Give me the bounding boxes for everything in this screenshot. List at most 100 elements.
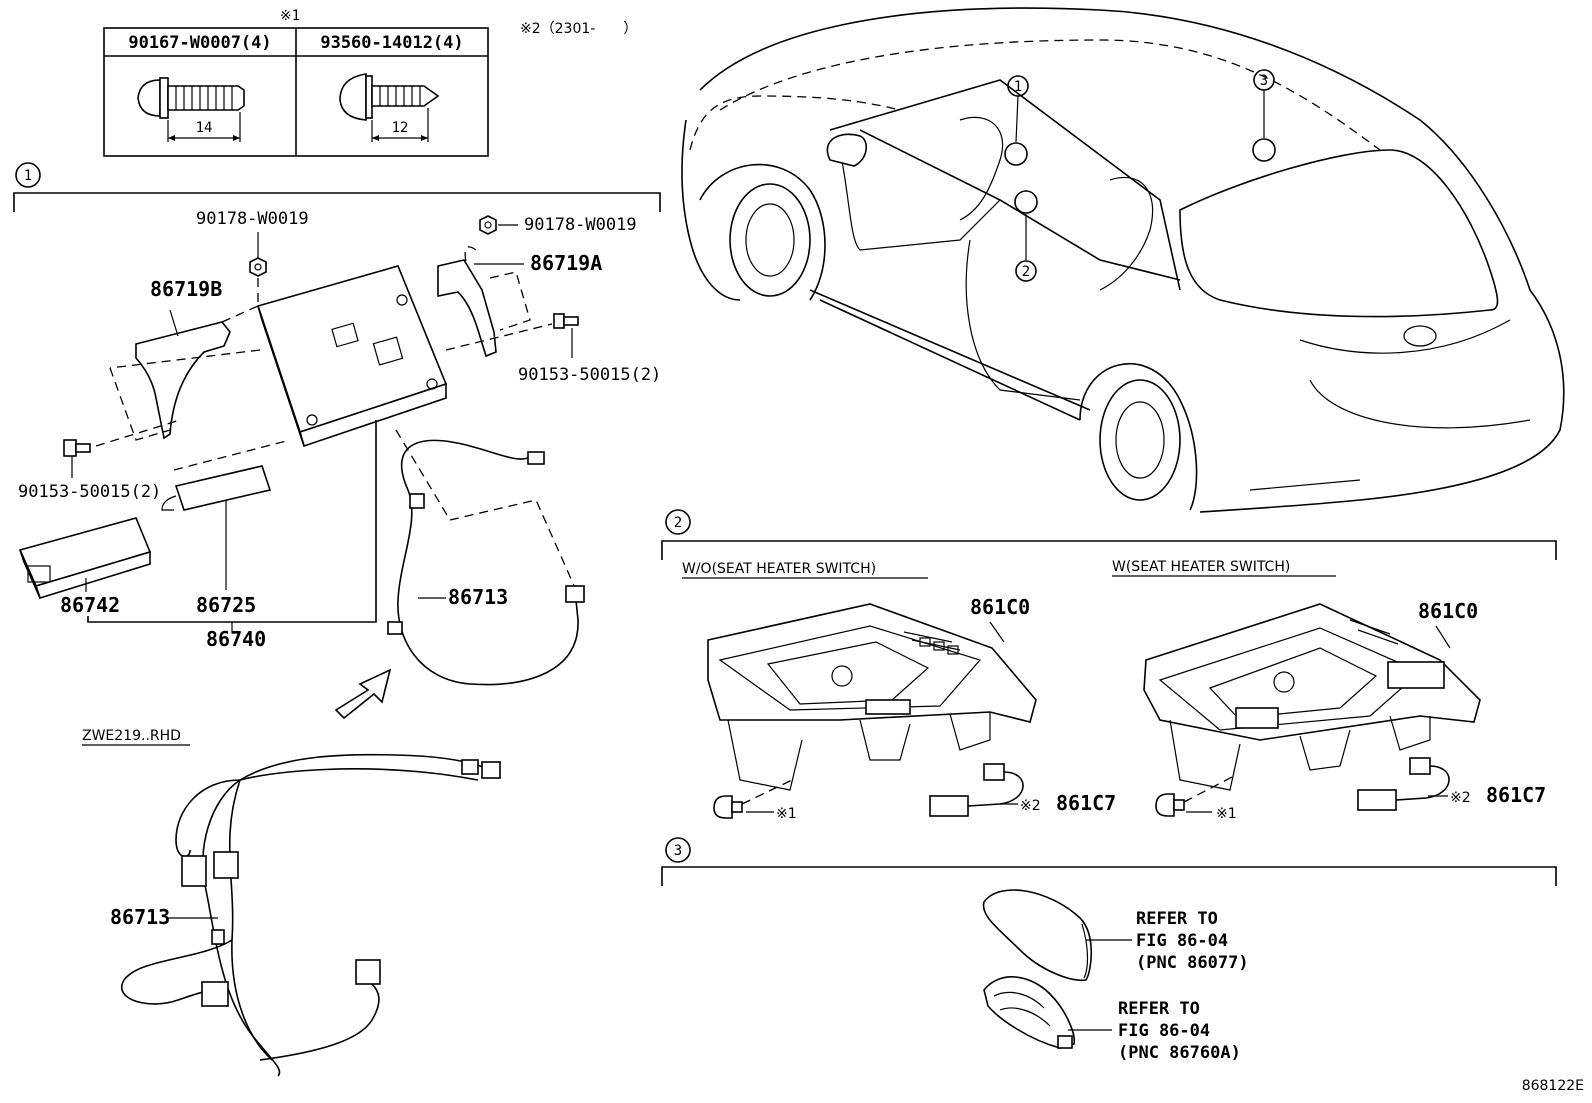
emblem-icon bbox=[1403, 325, 1437, 347]
dash-line-bolt-right bbox=[445, 323, 553, 351]
rear-hub-icon bbox=[1115, 401, 1165, 479]
vehicle-marker-2-icon bbox=[1015, 260, 1037, 282]
harness-left-icon bbox=[929, 763, 1024, 817]
table-header-1: 93560-14012(4) bbox=[320, 33, 463, 53]
location-2-dot bbox=[1014, 190, 1038, 214]
harness-right-icon bbox=[1357, 757, 1450, 811]
section-2: 2 W/O(SEAT HEATER SWITCH) W(SEAT HEATER … bbox=[661, 509, 1557, 822]
ref-2-line3: (PNC 86760A) bbox=[1118, 1043, 1241, 1063]
reflector-line bbox=[1249, 479, 1361, 491]
charger-left-label: 861C0 bbox=[970, 595, 1030, 619]
left-screw-note: ※1 bbox=[776, 806, 797, 822]
rear-seat-icon bbox=[1099, 176, 1154, 291]
bracket-86719b-icon bbox=[135, 321, 231, 440]
section-2-left-label: W/O(SEAT HEATER SWITCH) bbox=[682, 561, 876, 577]
belt-line bbox=[859, 129, 1181, 281]
screw-90167-icon bbox=[137, 77, 245, 142]
antenna-86725-icon bbox=[174, 465, 272, 511]
table-note-mark: ※1 bbox=[280, 8, 300, 24]
nut-right-label: 90178-W0019 bbox=[524, 215, 637, 235]
ref-2-line2: FIG 86-04 bbox=[1118, 1021, 1210, 1041]
front-wheel-arch bbox=[699, 163, 826, 301]
variant-label: ZWE219..RHD bbox=[82, 728, 181, 744]
left-harness-note: ※2 bbox=[1020, 798, 1041, 814]
wireless-charger-left-icon bbox=[707, 603, 1037, 791]
bolt-left-icon bbox=[63, 439, 91, 457]
module-86742-label: 86742 bbox=[60, 593, 120, 617]
nut-left-label: 90178-W0019 bbox=[196, 209, 309, 229]
dash-line-top-left bbox=[221, 305, 259, 323]
nut-left-icon bbox=[249, 257, 267, 277]
section-2-right-label: W(SEAT HEATER SWITCH) bbox=[1112, 559, 1290, 575]
wire-lower-label: 86713 bbox=[110, 905, 170, 929]
section-2-marker-icon bbox=[665, 509, 691, 535]
ref-1-line1: REFER TO bbox=[1136, 909, 1218, 929]
nut-right-icon bbox=[479, 215, 497, 235]
antenna-cover-icon bbox=[982, 889, 1093, 981]
wireless-charger-right-icon bbox=[1143, 603, 1481, 791]
arrow-icon bbox=[334, 668, 392, 720]
antenna-86725-lead bbox=[161, 495, 177, 511]
roof-dash bbox=[719, 39, 1381, 151]
dash-line-harness bbox=[395, 429, 577, 591]
screw-right-icon bbox=[1155, 793, 1185, 817]
wire-86713-lower-icon bbox=[121, 753, 501, 1077]
front-wheel-icon bbox=[729, 183, 811, 297]
harness-right-label: 861C7 bbox=[1486, 783, 1546, 807]
section-1-marker-icon bbox=[15, 162, 41, 188]
dash-line-right bbox=[489, 271, 531, 331]
front-door-opening bbox=[839, 149, 1001, 251]
harness-left-label: 861C7 bbox=[1056, 791, 1116, 815]
body-outline bbox=[699, 7, 1565, 513]
rocker-line bbox=[809, 289, 1091, 421]
dash-line-left bbox=[109, 367, 171, 441]
front-outline bbox=[681, 119, 741, 301]
section-1-marker: 1 bbox=[24, 168, 32, 184]
figure-id: 868122E bbox=[1522, 1078, 1584, 1094]
vehicle-marker-3: 3 bbox=[1260, 73, 1268, 89]
ref-1-line3: (PNC 86077) bbox=[1136, 953, 1249, 973]
section-3-marker: 3 bbox=[674, 843, 682, 859]
bracket-86719a-icon bbox=[437, 259, 497, 358]
module-86725-label: 86725 bbox=[196, 593, 256, 617]
dash-line-mid-left bbox=[109, 349, 261, 369]
right-screw-note: ※1 bbox=[1216, 806, 1237, 822]
rear-door-opening bbox=[965, 239, 1081, 401]
side-mirror-icon bbox=[826, 133, 867, 167]
assembly-label: 86740 bbox=[206, 627, 266, 651]
section-2-bracket-line bbox=[661, 540, 1557, 560]
front-seat-icon bbox=[959, 116, 1004, 221]
trunk-lid bbox=[1179, 149, 1499, 318]
vehicle-marker-1: 1 bbox=[1014, 79, 1022, 95]
window-frame bbox=[829, 79, 1181, 291]
bolt-left-label: 90153-50015(2) bbox=[18, 482, 161, 502]
vehicle-marker-2: 2 bbox=[1022, 264, 1030, 280]
housing-86742-icon bbox=[18, 517, 152, 599]
rear-wheel-arch bbox=[1079, 363, 1198, 511]
rear-wheel-icon bbox=[1099, 379, 1181, 501]
front-hub-icon bbox=[745, 203, 795, 277]
screw-93560-length: 12 bbox=[392, 120, 409, 136]
table-header-0: 90167-W0007(4) bbox=[128, 33, 271, 53]
location-1-dot bbox=[1004, 142, 1028, 166]
module-86740-icon bbox=[256, 265, 448, 448]
section-1: 1 90178-W0019 90178-W0019 86719B 86719A bbox=[13, 162, 661, 1077]
bolt-right-label: 90153-50015(2) bbox=[518, 365, 661, 385]
bolt-right-icon bbox=[553, 313, 579, 329]
screw-90167-length: 14 bbox=[196, 120, 213, 136]
location-3-dot bbox=[1252, 138, 1276, 162]
section-2-marker: 2 bbox=[674, 515, 682, 531]
dash-line-86725 bbox=[173, 439, 291, 471]
bracket-b-label: 86719B bbox=[150, 277, 222, 301]
fastener-table: ※1 90167-W0007(4) 93560-14012(4) 14 bbox=[103, 8, 489, 157]
dash-line-nut-right bbox=[464, 246, 477, 263]
hood-dash bbox=[689, 95, 901, 151]
ref-1-line2: FIG 86-04 bbox=[1136, 931, 1228, 951]
screw-93560-icon bbox=[339, 73, 440, 142]
vehicle-illustration: 1 2 3 bbox=[681, 7, 1565, 513]
bumper-lower-line bbox=[1309, 379, 1531, 429]
date-note: ※2（2301- ） bbox=[520, 21, 637, 37]
wire-86713-upper-icon bbox=[387, 439, 585, 686]
